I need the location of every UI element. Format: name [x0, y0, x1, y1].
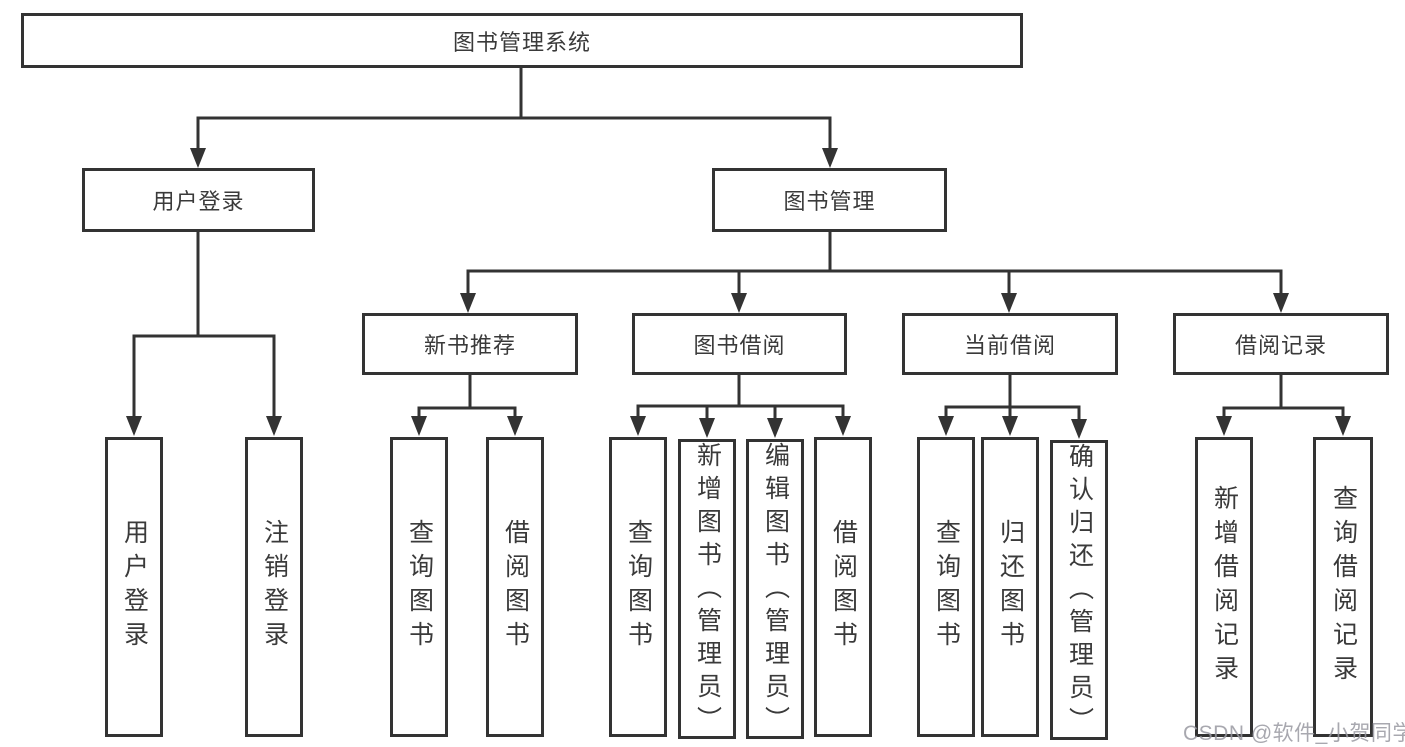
- leaf-add-borrow-record: 新增借阅记录: [1195, 437, 1253, 737]
- leaf-confirm-return-admin: 确认归还（管理员）: [1050, 440, 1108, 740]
- leaf-borrow-book-1: 借阅图书: [486, 437, 544, 737]
- leaf-logout: 注销登录: [245, 437, 303, 737]
- node-user-login: 用户登录: [82, 168, 315, 232]
- leaf-query-book-1: 查询图书: [390, 437, 448, 737]
- leaf-user-login: 用户登录: [105, 437, 163, 737]
- node-root-system: 图书管理系统: [21, 13, 1023, 68]
- leaf-borrow-book-2: 借阅图书: [814, 437, 872, 737]
- node-current-borrow: 当前借阅: [902, 313, 1118, 375]
- leaf-edit-book-admin: 编辑图书（管理员）: [746, 439, 804, 739]
- node-new-book-recommend: 新书推荐: [362, 313, 578, 375]
- leaf-add-book-admin: 新增图书（管理员）: [678, 439, 736, 739]
- leaf-query-borrow-record: 查询借阅记录: [1313, 437, 1373, 737]
- node-borrow-record: 借阅记录: [1173, 313, 1389, 375]
- csdn-watermark: CSDN @软件_小贺同学: [1183, 722, 1405, 745]
- leaf-query-book-2: 查询图书: [609, 437, 667, 737]
- node-book-management: 图书管理: [712, 168, 947, 232]
- leaf-return-book: 归还图书: [981, 437, 1039, 737]
- node-book-borrow: 图书借阅: [632, 313, 847, 375]
- leaf-query-book-3: 查询图书: [917, 437, 975, 737]
